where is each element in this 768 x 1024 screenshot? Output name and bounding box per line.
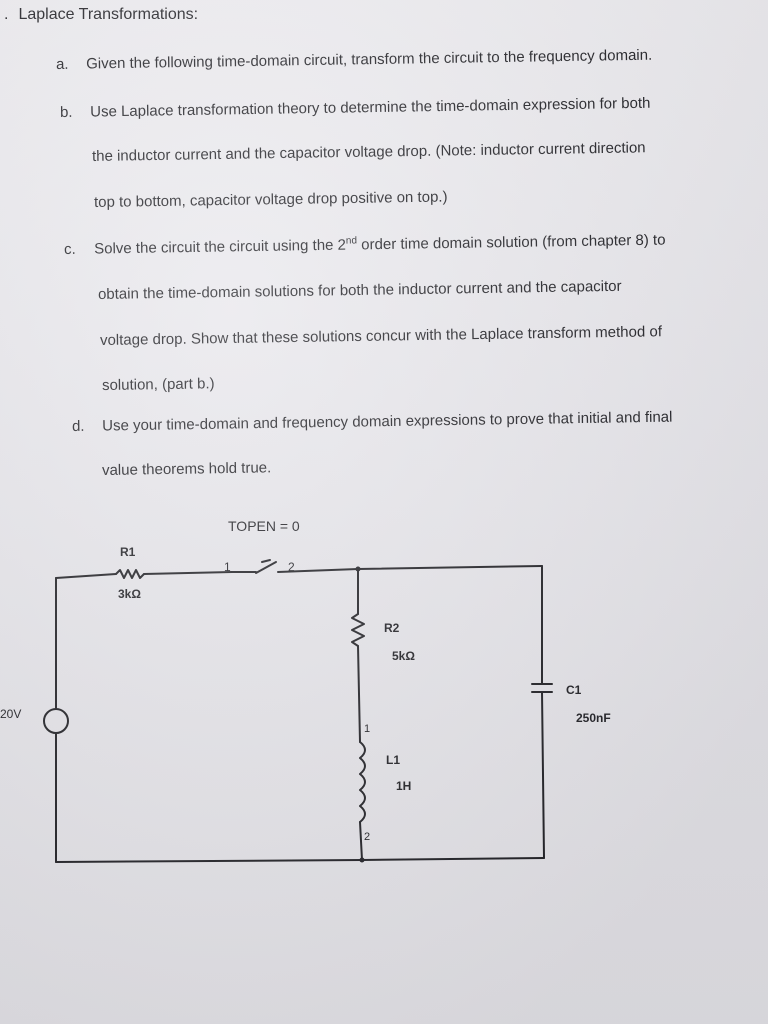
question-c-line-4: solution, (part b.)	[101, 375, 215, 394]
wire-top-right	[357, 565, 543, 570]
wire-bottom-right	[361, 857, 545, 861]
wire-r1-switch	[143, 571, 233, 575]
switch-pin-1: 1	[224, 560, 231, 574]
question-b-line-1: Use Laplace transformation theory to det…	[90, 94, 651, 121]
r2-name: R2	[384, 621, 400, 635]
heading-title: Laplace Transformations:	[18, 6, 199, 23]
l1-pin-2: 2	[364, 831, 370, 843]
question-c: c. Solve the circuit the circuit using t…	[64, 231, 666, 258]
question-c-line-3: voltage drop. Show that these solutions …	[99, 323, 663, 349]
question-c-superscript: nd	[345, 235, 358, 247]
question-d-line-2: value theorems hold true.	[101, 459, 272, 479]
wire-switch-out	[277, 568, 359, 573]
question-b: b. Use Laplace transformation theory to …	[60, 95, 651, 121]
question-b-letter: b.	[59, 103, 73, 121]
source-value: 20V	[0, 707, 21, 721]
node-top	[355, 566, 361, 572]
switch-arrow	[261, 559, 271, 563]
question-c-line-1-end: order time domain solution (from chapter…	[356, 231, 666, 254]
r2-resistor-symbol	[351, 613, 365, 647]
node-bottom	[359, 857, 365, 863]
r1-value: 3kΩ	[118, 587, 141, 601]
l1-inductor-symbol	[359, 741, 366, 823]
wire-right-bottom	[541, 691, 545, 859]
circuit-schematic: TOPEN = 0 1 2 R1 3kΩ R2 5kΩ 1 L1 1H 2 C1…	[0, 518, 611, 863]
switch-label: TOPEN = 0	[228, 518, 300, 534]
question-c-line-1-start: Solve the circuit the circuit using the …	[94, 236, 347, 258]
question-a-letter: a.	[55, 55, 69, 73]
wire-mid-r2-l1	[357, 645, 361, 743]
switch-pin-2: 2	[288, 560, 295, 574]
question-d-letter: d.	[71, 417, 85, 435]
question-b-line-2: the inductor current and the capacitor v…	[91, 139, 646, 165]
question-a: a. Given the following time-domain circu…	[56, 47, 652, 73]
c1-name: C1	[566, 683, 582, 697]
question-d: d. Use your time-domain and frequency do…	[72, 409, 673, 435]
wire-mid-bottom	[359, 821, 363, 861]
question-a-line-1: Given the following time-domain circuit,…	[86, 46, 653, 73]
l1-pin-1: 1	[364, 723, 370, 735]
r1-resistor-symbol	[115, 569, 145, 579]
r1-name: R1	[120, 545, 136, 559]
question-c-letter: c.	[63, 240, 76, 258]
l1-value: 1H	[396, 779, 411, 793]
question-c-line-2: obtain the time-domain solutions for bot…	[97, 277, 622, 303]
voltage-source-symbol	[43, 708, 69, 734]
switch-blade	[255, 561, 277, 574]
heading-bullet: .	[4, 6, 9, 23]
question-b-line-3: top to bottom, capacitor voltage drop po…	[93, 188, 448, 211]
c1-value: 250nF	[576, 711, 611, 725]
wire-bottom-left	[55, 859, 363, 863]
r2-value: 5kΩ	[392, 649, 415, 663]
page-heading: . Laplace Transformations:	[4, 6, 198, 24]
question-d-line-1: Use your time-domain and frequency domai…	[102, 408, 673, 435]
l1-name: L1	[386, 753, 400, 767]
wire-top-left	[55, 573, 117, 579]
